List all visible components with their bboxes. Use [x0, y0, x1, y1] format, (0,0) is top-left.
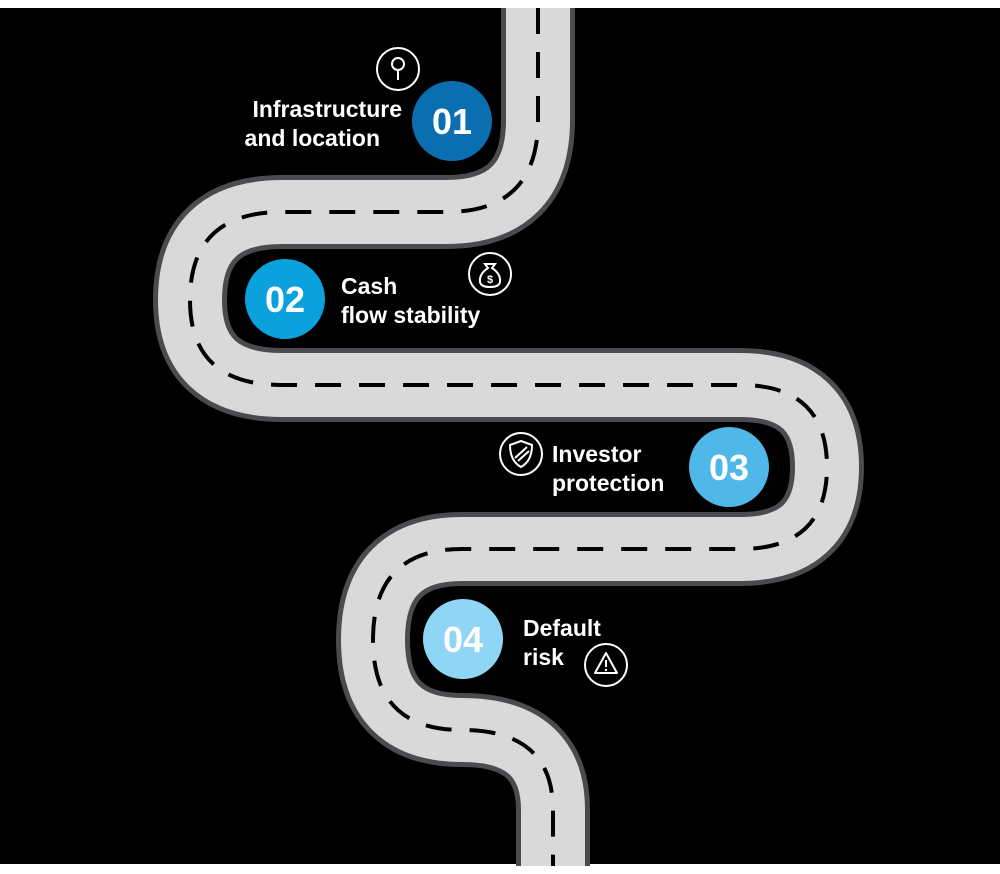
step-02: 02 Cash flow stability $: [245, 252, 512, 339]
step-04-label-line2: risk: [523, 644, 564, 670]
money-bag-icon: $: [468, 252, 512, 296]
step-01-number: 01: [432, 101, 472, 142]
step-03-label-line1: Investor: [552, 441, 642, 467]
step-01: 01 Infrastructure and location: [245, 47, 492, 161]
step-04-number: 04: [443, 619, 483, 660]
step-02-circle: [245, 259, 325, 339]
step-03-number: 03: [709, 447, 749, 488]
step-01-label-line2: and location: [245, 125, 380, 151]
step-03-label-line2: protection: [552, 470, 664, 496]
warning-icon: [584, 643, 628, 687]
step-02-number: 02: [265, 279, 305, 320]
step-03-circle: [689, 427, 769, 507]
road-center-dashes: [187, 8, 830, 866]
step-03: 03 Investor protection: [499, 427, 769, 507]
shield-icon: [499, 432, 543, 476]
location-pin-icon: [376, 47, 420, 91]
dollar-glyph: $: [487, 274, 493, 286]
step-04-label-line1: Default: [523, 615, 601, 641]
step-02-label-line2: flow stability: [341, 302, 481, 328]
step-02-label-line1: Cash: [341, 273, 397, 299]
step-04: 04 Default risk: [423, 599, 628, 687]
step-04-circle: [423, 599, 503, 679]
step-01-label-line1: Infrastructure: [252, 96, 402, 122]
step-01-circle: [412, 81, 492, 161]
